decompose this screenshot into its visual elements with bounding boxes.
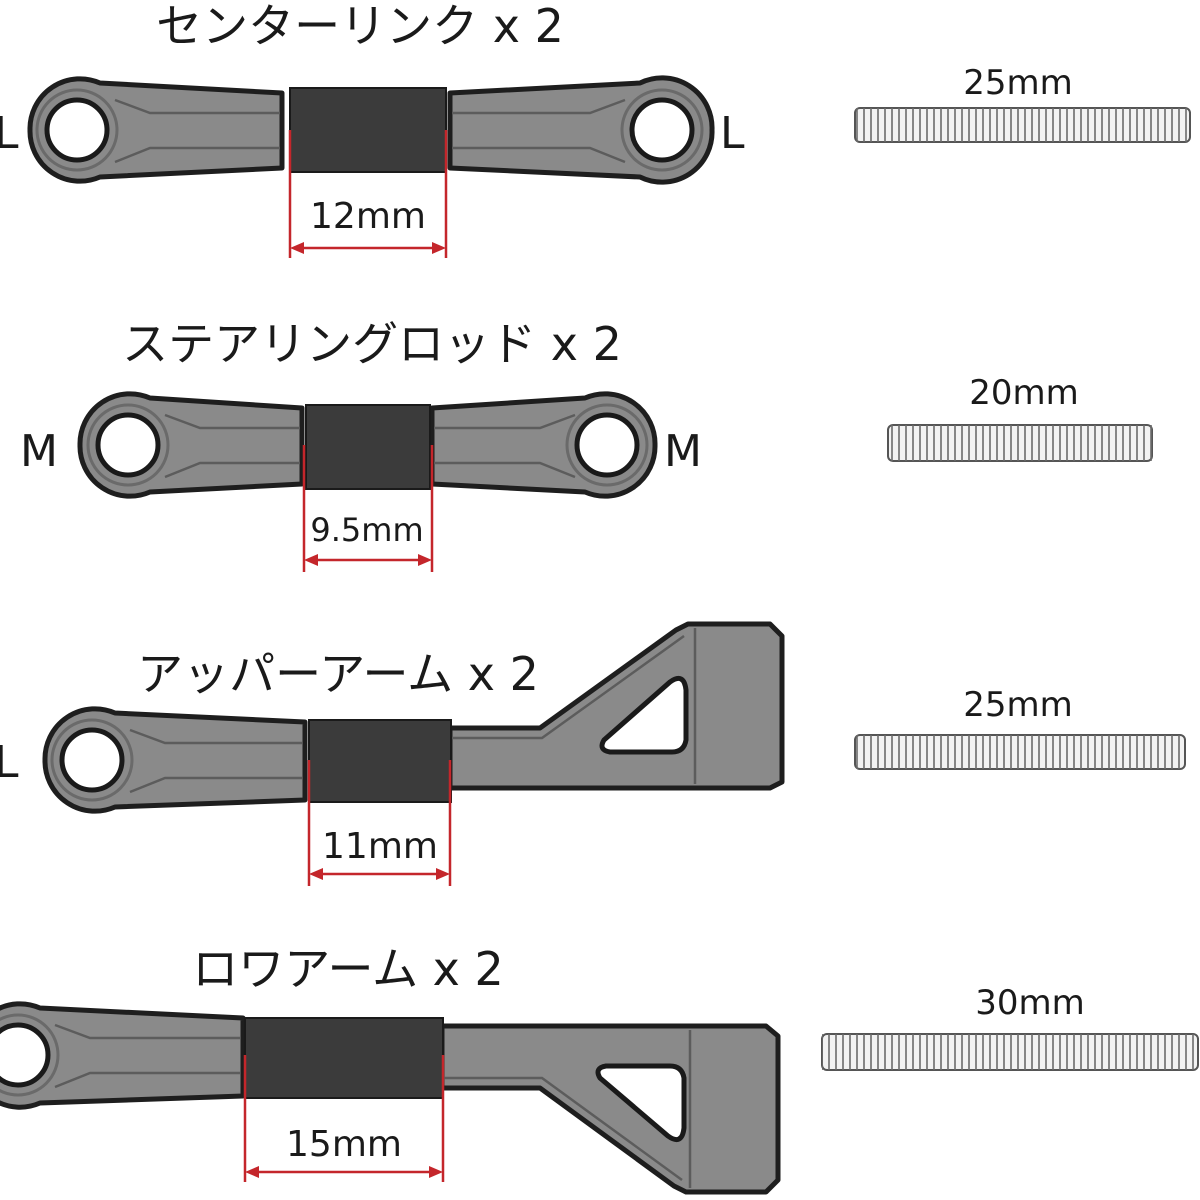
threaded-screw bbox=[854, 107, 1191, 143]
part-center-link: センターリンク x 2 L L 12mm 25mm bbox=[0, 0, 1191, 258]
eyelet-ring bbox=[86, 403, 170, 487]
rod-end-left bbox=[0, 1001, 246, 1110]
screw-thread-pattern bbox=[855, 735, 1185, 769]
eyelet-ring bbox=[565, 403, 649, 487]
sleeve bbox=[244, 1017, 444, 1099]
eyelet-ring bbox=[50, 718, 134, 802]
rod-bevel bbox=[114, 98, 280, 164]
dimension-marker bbox=[302, 445, 434, 572]
dimension-label: 9.5mm bbox=[310, 511, 423, 549]
screw-thread-pattern bbox=[855, 108, 1190, 142]
eyelet-hole bbox=[59, 727, 125, 793]
end-label-left: M bbox=[20, 426, 58, 477]
part-title: ロワアーム x 2 bbox=[192, 942, 504, 996]
rod-bevel bbox=[434, 413, 576, 479]
rod-bevel bbox=[129, 728, 302, 794]
arm-window bbox=[599, 675, 689, 755]
part-upper-arm: アッパーアーム x 2 L 11mm 25mm bbox=[0, 621, 1186, 886]
end-label-right: L bbox=[720, 108, 745, 159]
arm-body bbox=[439, 1023, 781, 1195]
rod-bevel bbox=[452, 98, 626, 164]
end-label-left: L bbox=[0, 108, 19, 159]
eyelet-ring bbox=[620, 88, 704, 172]
eyelet-hole bbox=[0, 1022, 51, 1088]
screw-length-label: 25mm bbox=[963, 685, 1073, 725]
screw-length-label: 30mm bbox=[975, 983, 1085, 1023]
screw-thread-pattern bbox=[822, 1034, 1198, 1070]
screw-length-label: 25mm bbox=[963, 63, 1073, 103]
part-title: ステアリングロッド x 2 bbox=[122, 317, 622, 371]
dimension-label: 11mm bbox=[322, 826, 438, 867]
part-title: センターリンク x 2 bbox=[156, 0, 564, 53]
arm-bevel bbox=[452, 628, 697, 784]
eyelet-hole bbox=[44, 97, 110, 163]
eyelet-ring bbox=[0, 1013, 60, 1097]
sleeve bbox=[289, 87, 447, 173]
eyelet-ring bbox=[35, 88, 119, 172]
end-label-left: L bbox=[0, 737, 19, 788]
dimension-marker bbox=[243, 1055, 445, 1182]
dimension-label: 12mm bbox=[310, 196, 426, 237]
sleeve bbox=[305, 404, 431, 490]
threaded-screw bbox=[887, 424, 1153, 462]
screw-length-label: 20mm bbox=[969, 373, 1079, 413]
eyelet-hole bbox=[629, 97, 695, 163]
rod-bevel bbox=[164, 413, 300, 479]
sleeve bbox=[308, 719, 452, 803]
threaded-screw bbox=[854, 734, 1186, 770]
rod-bevel bbox=[54, 1023, 240, 1089]
arm-window bbox=[595, 1063, 687, 1143]
dimension-marker bbox=[288, 130, 448, 258]
part-lower-arm: ロワアーム x 2 15mm 30mm bbox=[0, 942, 1199, 1195]
dimension-label: 15mm bbox=[286, 1124, 402, 1165]
part-title: アッパーアーム x 2 bbox=[137, 647, 539, 701]
threaded-screw bbox=[821, 1033, 1199, 1071]
eyelet-hole bbox=[574, 412, 640, 478]
dimension-marker bbox=[307, 760, 452, 886]
eyelet-hole bbox=[95, 412, 161, 478]
arm-bevel bbox=[444, 1030, 692, 1188]
arm-body bbox=[447, 621, 785, 791]
end-label-right: M bbox=[664, 426, 702, 477]
part-steering-rod: ステアリングロッド x 2 M M 9.5mm 20mm bbox=[20, 317, 1153, 572]
screw-thread-pattern bbox=[888, 425, 1152, 461]
